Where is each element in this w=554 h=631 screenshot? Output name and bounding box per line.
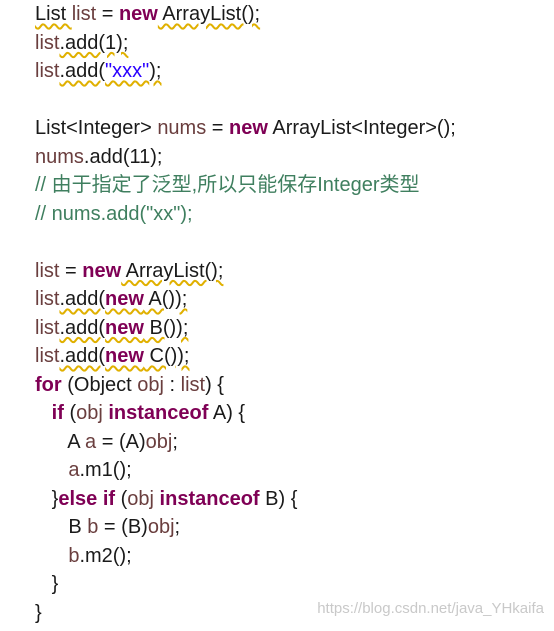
keyword-token: new — [118, 3, 158, 25]
code-line: }else if (obj instanceof B) { — [35, 485, 456, 514]
code-line: list.add(new C()); — [35, 342, 456, 371]
comment-token: // 由于指定了泛型,所以只能保存Integer类型 — [35, 174, 420, 196]
code-token: List — [35, 3, 72, 25]
variable-token: list — [35, 345, 60, 367]
keyword-token: new — [229, 117, 268, 139]
code-token: List<Integer> — [35, 117, 158, 139]
code-token: = (A) — [96, 430, 146, 453]
code-line: } — [35, 570, 456, 599]
variable-token: b — [87, 516, 99, 538]
code-token: ArrayList(); — [121, 259, 224, 282]
variable-token: list — [180, 373, 206, 396]
variable-token: b — [68, 544, 80, 567]
code-token: ArrayList(); — [157, 3, 261, 25]
code-line: nums.add(11); — [35, 143, 456, 172]
variable-token: obj — [127, 487, 154, 510]
keyword-token: new — [105, 288, 144, 310]
keyword-token: for — [35, 373, 62, 396]
code-token — [35, 459, 68, 481]
variable-token: obj — [76, 402, 103, 424]
code-token: } — [35, 601, 42, 624]
code-line: b.m2(); — [35, 542, 456, 571]
code-line: } — [35, 599, 456, 628]
code-token: ( — [115, 487, 128, 510]
code-token — [35, 402, 52, 424]
keyword-token: new — [82, 259, 122, 282]
code-token: ) { — [205, 373, 224, 396]
code-line: B b = (B)obj; — [35, 513, 456, 542]
code-token: .add( — [59, 345, 106, 367]
keyword-token: new — [105, 345, 144, 367]
code-token: .add(1); — [59, 31, 129, 54]
string-token: "xxx" — [105, 60, 150, 82]
code-token: ; — [172, 430, 178, 453]
code-line: List<Integer> nums = new ArrayList<Integ… — [35, 114, 456, 143]
variable-token: list — [35, 31, 60, 54]
code-block: List list = new ArrayList();list.add(1);… — [35, 0, 456, 627]
code-token: .add( — [59, 288, 106, 310]
code-line: // 由于指定了泛型,所以只能保存Integer类型 — [35, 171, 456, 200]
keyword-token: if — [51, 402, 64, 424]
variable-token: obj — [147, 516, 175, 538]
code-token: A) { — [208, 402, 246, 424]
code-token: } — [35, 487, 59, 510]
code-token: ; — [174, 516, 181, 538]
variable-token: list — [71, 3, 97, 25]
code-line: List list = new ArrayList(); — [35, 0, 456, 29]
variable-token: a — [68, 459, 80, 481]
keyword-token: new — [105, 316, 144, 339]
variable-token: obj — [145, 430, 173, 453]
code-token: = — [96, 3, 119, 25]
variable-token: a — [85, 430, 97, 453]
code-token — [35, 545, 68, 567]
code-token: .add( — [59, 60, 106, 82]
code-token: .add( — [59, 316, 106, 339]
code-token: } — [35, 573, 59, 595]
keyword-token: instanceof — [108, 402, 209, 424]
variable-token: nums — [157, 117, 207, 139]
code-token: ArrayList<Integer>(); — [267, 117, 456, 139]
code-token: = — [59, 259, 83, 282]
code-token: .m1(); — [79, 459, 132, 481]
code-token: B — [35, 516, 88, 538]
code-token: C()); — [143, 345, 190, 367]
code-line: A a = (A)obj; — [35, 428, 456, 457]
code-token: : — [163, 373, 181, 396]
code-token: (Object — [61, 373, 138, 396]
code-token: B) { — [259, 487, 298, 510]
variable-token: list — [35, 60, 60, 82]
code-token: A()); — [143, 288, 188, 310]
variable-token: list — [35, 288, 60, 310]
code-token: = — [206, 117, 230, 139]
variable-token: list — [35, 259, 60, 282]
watermark: https://blog.csdn.net/java_YHkaifa — [317, 600, 544, 617]
code-line: list.add("xxx"); — [35, 57, 456, 86]
code-line: list.add(new B()); — [35, 314, 456, 343]
keyword-token: instanceof — [159, 487, 260, 510]
code-token: A — [35, 430, 86, 453]
code-line: list = new ArrayList(); — [35, 257, 456, 286]
variable-token: obj — [137, 373, 164, 396]
code-line: list.add(new A()); — [35, 285, 456, 314]
code-token: ( — [63, 402, 77, 424]
code-line: a.m1(); — [35, 456, 456, 485]
code-line: if (obj instanceof A) { — [35, 399, 456, 428]
code-line — [35, 228, 456, 257]
code-line: // nums.add("xx"); — [35, 200, 456, 229]
variable-token: list — [35, 316, 60, 339]
code-token: ); — [149, 60, 162, 82]
code-line — [35, 86, 456, 115]
code-token: = (B) — [98, 516, 148, 538]
code-token: .add(11); — [83, 145, 163, 168]
variable-token: nums — [35, 145, 84, 168]
code-token: B()); — [143, 316, 189, 339]
code-line: list.add(1); — [35, 29, 456, 58]
code-line: for (Object obj : list) { — [35, 371, 456, 400]
code-token: .m2(); — [79, 544, 132, 567]
comment-token: // nums.add("xx"); — [35, 202, 193, 225]
keyword-token: else if — [58, 487, 116, 510]
